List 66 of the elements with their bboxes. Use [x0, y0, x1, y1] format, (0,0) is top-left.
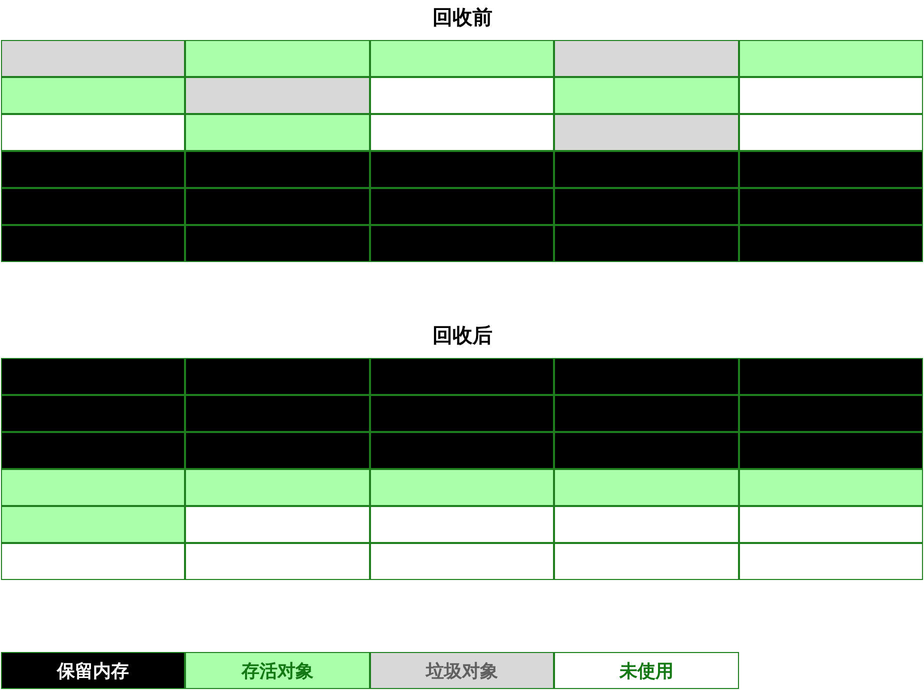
memory-block	[1, 225, 185, 262]
memory-block	[1, 77, 185, 114]
memory-block	[1, 543, 185, 580]
memory-block	[739, 114, 923, 151]
grid-title: 回收后	[432, 324, 492, 349]
memory-block	[554, 151, 739, 188]
memory-block	[554, 469, 739, 506]
memory-block	[1, 506, 185, 543]
memory-block	[370, 151, 554, 188]
memory-block	[554, 188, 739, 225]
memory-block	[739, 358, 923, 395]
memory-block	[370, 77, 554, 114]
memory-block	[739, 151, 923, 188]
memory-block	[185, 395, 370, 432]
memory-block	[185, 114, 370, 151]
memory-block	[185, 151, 370, 188]
memory-block	[554, 432, 739, 469]
memory-block	[1, 114, 185, 151]
memory-block	[370, 114, 554, 151]
memory-block	[554, 225, 739, 262]
grid-title: 回收前	[432, 6, 492, 31]
memory-block	[554, 543, 739, 580]
memory-block	[370, 395, 554, 432]
memory-block	[185, 432, 370, 469]
memory-block	[739, 40, 923, 77]
memory-block	[554, 77, 739, 114]
memory-block	[370, 543, 554, 580]
memory-block	[370, 432, 554, 469]
memory-block	[1, 188, 185, 225]
memory-block	[739, 225, 923, 262]
memory-block	[554, 40, 739, 77]
memory-block	[185, 40, 370, 77]
memory-block	[554, 114, 739, 151]
memory-block	[739, 188, 923, 225]
memory-block	[1, 432, 185, 469]
legend-label: 保留内存	[57, 660, 129, 684]
memory-block	[370, 188, 554, 225]
memory-block	[739, 469, 923, 506]
memory-block	[370, 40, 554, 77]
memory-block	[739, 77, 923, 114]
memory-block	[185, 506, 370, 543]
memory-block	[185, 77, 370, 114]
memory-block	[370, 506, 554, 543]
memory-block	[185, 188, 370, 225]
memory-block	[739, 506, 923, 543]
memory-block	[370, 225, 554, 262]
memory-block	[185, 358, 370, 395]
memory-block	[370, 358, 554, 395]
memory-block	[739, 432, 923, 469]
legend-label: 未使用	[620, 660, 674, 684]
memory-block	[370, 469, 554, 506]
memory-block	[185, 543, 370, 580]
memory-block	[1, 40, 185, 77]
memory-block	[739, 543, 923, 580]
memory-block	[554, 358, 739, 395]
memory-block	[1, 469, 185, 506]
memory-block	[185, 469, 370, 506]
memory-block	[1, 395, 185, 432]
legend-label: 存活对象	[242, 660, 314, 684]
memory-block	[554, 395, 739, 432]
memory-block	[554, 506, 739, 543]
memory-block	[185, 225, 370, 262]
legend-label: 垃圾对象	[426, 660, 498, 684]
memory-block	[1, 358, 185, 395]
memory-block	[1, 151, 185, 188]
memory-block	[739, 395, 923, 432]
